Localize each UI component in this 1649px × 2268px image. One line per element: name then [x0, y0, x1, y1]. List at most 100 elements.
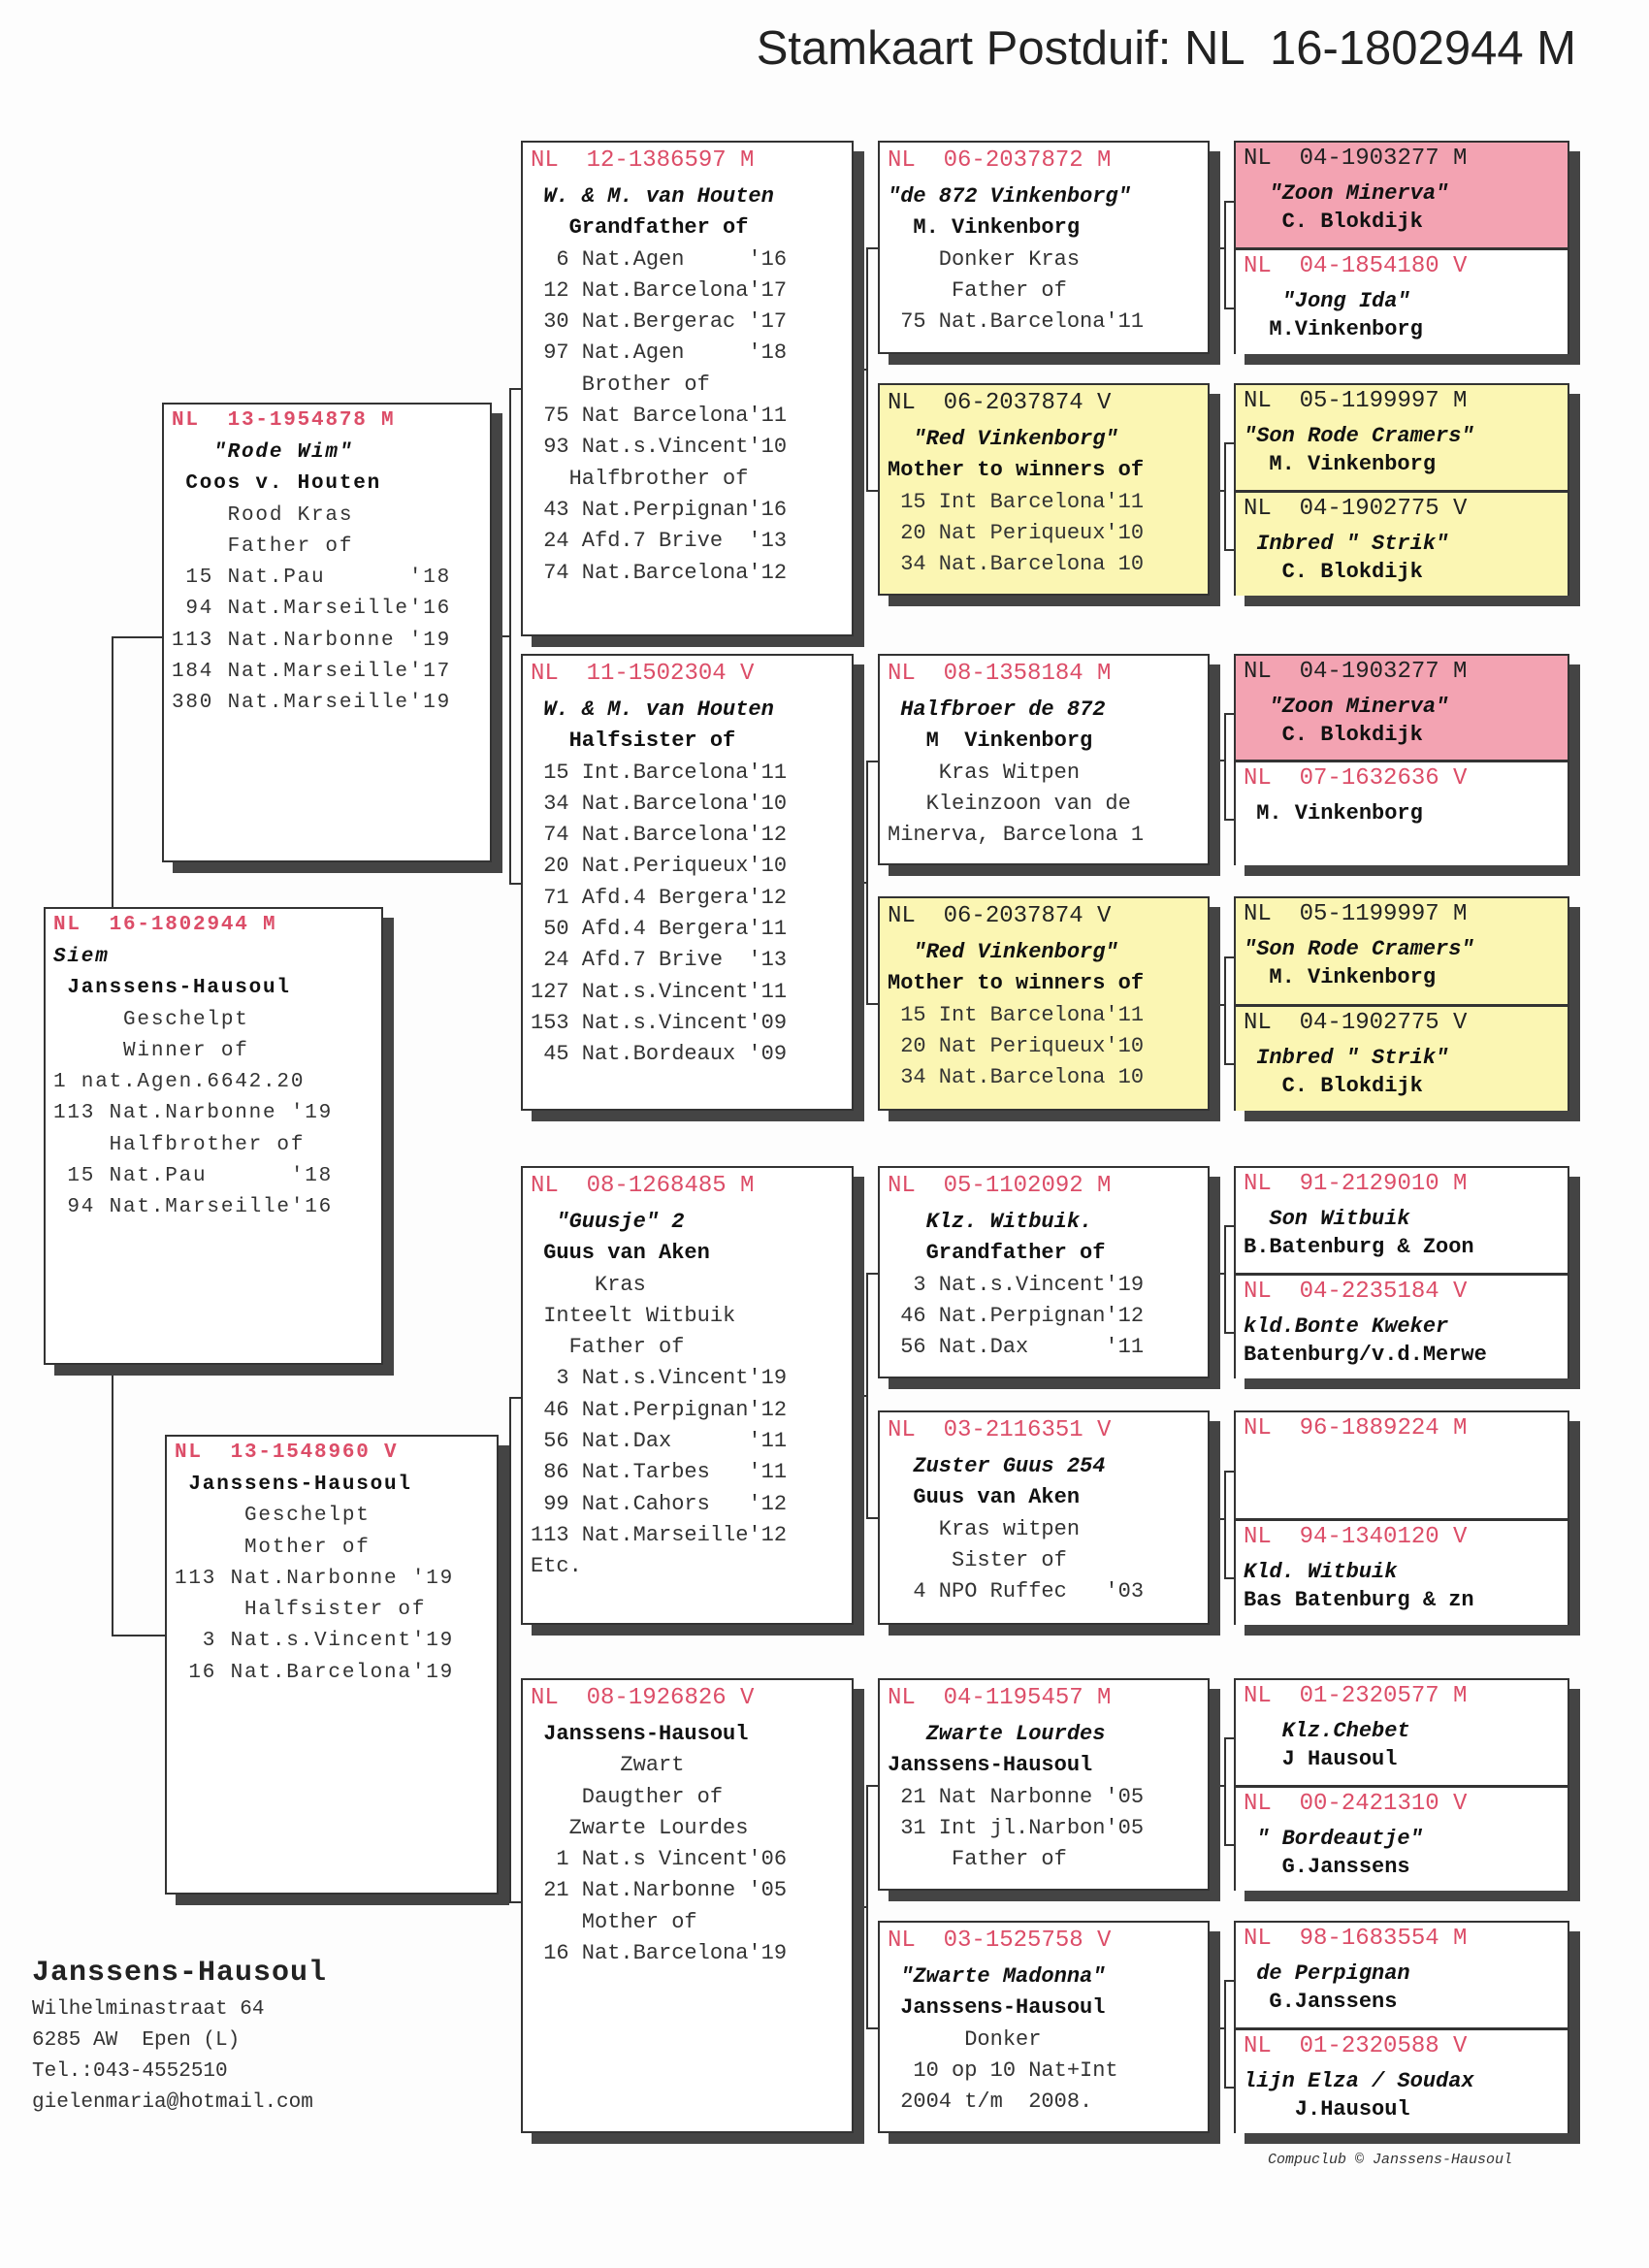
breeder-email[interactable]: gielenmaria@hotmail.com — [32, 2091, 313, 2114]
country-code: NL — [1244, 1009, 1272, 1036]
ring-number: NL 08-1358184 M — [880, 658, 1208, 691]
pigeon-name: Son Witbuik — [1244, 1207, 1410, 1231]
ring-id: 94-1340120 V — [1299, 1523, 1468, 1550]
connector-line — [1224, 1980, 1226, 2087]
connector-line — [112, 1635, 165, 1636]
ring-id: 06-2037874 V — [943, 390, 1112, 416]
pigeon-name: Kld. Witbuik — [1244, 1559, 1398, 1584]
country-code: NL — [1244, 1171, 1272, 1197]
pedigree-box-ds-sire[interactable]: NL 05-1102092 M Klz. Witbuik. Grandfathe… — [878, 1166, 1210, 1378]
connector-line — [1210, 247, 1224, 249]
pedigree-box-sd-sire[interactable]: NL 08-1358184 M Halfbroer de 872 M Vinke… — [878, 654, 1210, 865]
connector-line — [1224, 1470, 1234, 1473]
pedigree-box-gen5-pair: NL 05-1199997 M"Son Rode Cramers" M. Vin… — [1234, 383, 1569, 596]
breeder-line: M. Vinkenborg — [1244, 965, 1437, 989]
result-line: 2004 t/m 2008. — [888, 2090, 1093, 2115]
ring-number: NL 05-1199997 M — [1236, 898, 1568, 931]
pedigree-box-sire-sire[interactable]: NL 12-1386597 M W. & M. van Houten Grand… — [521, 141, 854, 636]
pedigree-box-sire-dam[interactable]: NL 11-1502304 V W. & M. van Houten Halfs… — [521, 654, 854, 1111]
country-code: NL — [1244, 388, 1272, 414]
pedigree-box-gen5-dam[interactable]: NL 04-1902775 V Inbred " Strik" C. Blokd… — [1236, 1003, 1568, 1111]
ring-id: 04-2235184 V — [1299, 1278, 1468, 1305]
connector-line — [866, 1785, 878, 1787]
pedigree-box-gen5-sire[interactable]: NL 04-1903277 M "Zoon Minerva" C. Blokdi… — [1236, 656, 1568, 760]
ring-number: NL 04-2235184 V — [1236, 1276, 1568, 1309]
result-line: 15 Int.Barcelona'11 — [531, 760, 788, 785]
ring-number: NL 11-1502304 V — [523, 658, 852, 691]
connector-line — [509, 1397, 511, 1901]
result-line: 16 Nat.Barcelona'19 — [175, 1661, 455, 1684]
country-code: NL — [1244, 2032, 1272, 2059]
ring-number: NL 05-1199997 M — [1236, 385, 1568, 418]
pedigree-box-gen5-sire[interactable]: NL 04-1903277 M "Zoon Minerva" C. Blokdi… — [1236, 143, 1568, 247]
breeder-line: Janssens-Hausoul — [53, 977, 291, 1000]
pigeon-name: "Zoon Minerva" — [1244, 695, 1449, 719]
breeder-line: M. Vinkenborg — [1244, 801, 1423, 826]
pedigree-box-sire[interactable]: NL 13-1954878 M "Rode Wim" Coos v. Houte… — [162, 403, 492, 862]
pedigree-box-ds-dam[interactable]: NL 03-2116351 V Zuster Guus 254 Guus van… — [878, 1410, 1210, 1625]
ring-number: NL 08-1268485 M — [523, 1170, 852, 1203]
ring-number: NL 06-2037872 M — [880, 145, 1208, 178]
pigeon-name: " Bordeautje" — [1244, 1826, 1423, 1851]
ring-number: NL 03-2116351 V — [880, 1414, 1208, 1447]
pedigree-box-sd-dam[interactable]: NL 06-2037874 V "Red Vinkenborg"Mother t… — [878, 896, 1210, 1111]
ring-id: 96-1889224 M — [1299, 1415, 1468, 1442]
ring-id: 98-1683554 M — [1299, 1926, 1468, 1952]
pedigree-box-dam-sire[interactable]: NL 08-1268485 M "Guusje" 2 Guus van Aken… — [521, 1166, 854, 1625]
ring-number: NL 01-2320588 V — [1236, 2030, 1568, 2063]
pedigree-box-gen5-dam[interactable]: NL 04-1854180 V "Jong Ida" M.Vinkenborg — [1236, 247, 1568, 354]
result-line: Donker — [888, 2026, 1042, 2052]
country-code: NL — [172, 409, 200, 432]
result-line: 3 Nat.s.Vincent'19 — [175, 1630, 455, 1653]
pedigree-box-gen5-sire[interactable]: NL 96-1889224 M — [1236, 1412, 1568, 1518]
pedigree-box-gen5-dam[interactable]: NL 00-2421310 V " Bordeautje" G.Janssens — [1236, 1784, 1568, 1891]
connector-line — [1224, 307, 1234, 309]
result-line: Father of — [531, 1335, 685, 1360]
connector-line — [1210, 760, 1224, 761]
result-line: 97 Nat.Agen '18 — [531, 340, 788, 366]
breeder-line: Halfsister of — [531, 729, 736, 754]
breeder-line: Janssens-Hausoul — [888, 1753, 1093, 1778]
result-line: 20 Nat Periqueux'10 — [888, 1033, 1145, 1058]
pedigree-box-gen5-sire[interactable]: NL 05-1199997 M"Son Rode Cramers" M. Vin… — [1236, 385, 1568, 490]
pedigree-box-ss-sire[interactable]: NL 06-2037872 M"de 872 Vinkenborg" M. Vi… — [878, 141, 1210, 354]
pedigree-box-gen5-sire[interactable]: NL 98-1683554 M de Perpignan G.Janssens — [1236, 1923, 1568, 2027]
result-line: 94 Nat.Marseille'16 — [53, 1196, 334, 1219]
breeder-line: J.Hausoul — [1244, 2096, 1410, 2122]
ring-number: NL 13-1548960 V — [167, 1437, 497, 1470]
ring-id: 13-1548960 V — [230, 1442, 399, 1464]
result-line: 113 Nat.Narbonne '19 — [172, 629, 452, 652]
breeder-street: Wilhelminastraat 64 — [32, 1998, 265, 2021]
pedigree-box-ss-dam[interactable]: NL 06-2037874 V "Red Vinkenborg"Mother t… — [878, 383, 1210, 596]
connector-line — [1224, 442, 1226, 549]
pedigree-box-gen5-sire[interactable]: NL 05-1199997 M "Son Rode Cramers" M. Vin… — [1236, 898, 1568, 1004]
pigeon-name: "Son Rode Cramers" — [1244, 937, 1474, 961]
connector-line — [1224, 713, 1226, 820]
ring-id: 08-1268485 M — [586, 1173, 755, 1199]
breeder-line: M. Vinkenborg — [1244, 452, 1437, 476]
result-line: 6 Nat.Agen '16 — [531, 246, 788, 272]
pedigree-box-dd-dam[interactable]: NL 03-1525758 V "Zwarte Madonna" Janssen… — [878, 1921, 1210, 2133]
pedigree-box-gen5-dam[interactable]: NL 04-1902775 V Inbred " Strik" C. Blokd… — [1236, 489, 1568, 596]
ring-id: 06-2037874 V — [943, 903, 1112, 929]
ring-number: NL 94-1340120 V — [1236, 1521, 1568, 1554]
pedigree-box-dam[interactable]: NL 13-1548960 V Janssens-Hausoul Geschel… — [165, 1435, 499, 1895]
connector-line — [509, 883, 521, 885]
result-line: Geschelpt — [175, 1505, 371, 1528]
result-line: 43 Nat.Perpignan'16 — [531, 497, 788, 522]
software-credit: Compuclub © Janssens-Hausoul — [1268, 2152, 1513, 2168]
connector-line — [1224, 442, 1234, 445]
pedigree-box-dam-dam[interactable]: NL 08-1926826 V Janssens-Hausoul Zwart D… — [521, 1678, 854, 2133]
connector-line — [1224, 1843, 1234, 1846]
connector-line — [509, 388, 521, 390]
pedigree-box-gen5-sire[interactable]: NL 01-2320577 M Klz.Chebet J Hausoul — [1236, 1680, 1568, 1785]
pedigree-box-gen5-dam[interactable]: NL 07-1632636 V M. Vinkenborg — [1236, 760, 1568, 865]
pigeon-name: Klz. Witbuik. — [888, 1210, 1093, 1234]
breeder-name: Janssens-Hausoul — [32, 1957, 328, 1990]
